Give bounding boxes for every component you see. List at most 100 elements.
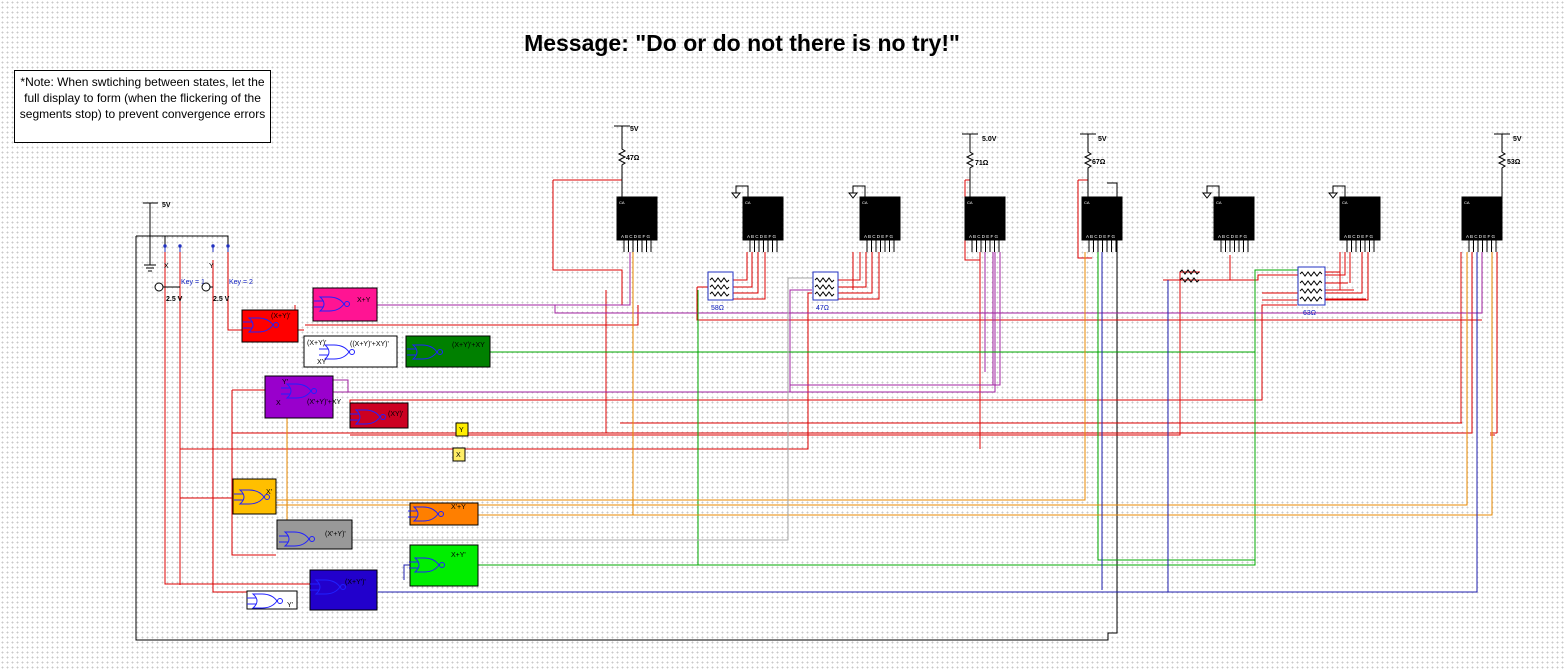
gate-y-inv-body bbox=[246, 590, 298, 610]
resistor-network-2-label: 47Ω bbox=[816, 305, 829, 312]
probe-x[interactable]: X bbox=[452, 447, 466, 462]
gate-blue-label: (X+Y')' bbox=[345, 579, 366, 586]
gate-xy-inv-label: (XY)' bbox=[388, 411, 403, 418]
svg-text:CA: CA bbox=[1216, 200, 1222, 205]
display-6-body bbox=[1213, 196, 1255, 241]
gate-layer: X+Y (X+Y)' ((X+Y)'+XY)' (X+Y)' XY (X+Y)'+XY (X… bbox=[232, 287, 491, 611]
display-4-body bbox=[964, 196, 1006, 241]
gate-blue-body bbox=[309, 569, 378, 611]
resistor-network-1: 58Ω bbox=[707, 271, 734, 312]
gate-green[interactable]: X+Y' bbox=[409, 544, 479, 587]
gate-purple-symbol bbox=[285, 383, 312, 399]
gate-nand-xy-input-1: (X+Y)' bbox=[307, 340, 326, 347]
gate-grey-symbol bbox=[283, 531, 310, 547]
display-7-pins: A B C D E F G bbox=[1344, 234, 1374, 239]
gate-purple-body bbox=[264, 375, 334, 419]
gate-x-plus-y-symbol bbox=[318, 296, 345, 312]
wire-group-purple bbox=[305, 252, 1483, 393]
gate-x-plus-y-inv-symbol bbox=[247, 317, 274, 333]
gate-x-plus-y[interactable]: X+Y bbox=[312, 287, 378, 322]
display-5-pins: A B C D E F G bbox=[1086, 234, 1116, 239]
wire-group-orange bbox=[276, 252, 1493, 535]
gate-nand-xy-label: ((X+Y)'+XY)' bbox=[350, 341, 389, 348]
gate-orange[interactable]: X'+Y bbox=[408, 502, 479, 526]
page-title: Message: "Do or do not there is no try!" bbox=[524, 30, 960, 56]
gate-y-inv-label: Y' bbox=[287, 602, 293, 609]
svg-text:CA: CA bbox=[1084, 200, 1090, 205]
svg-text:CA: CA bbox=[619, 200, 625, 205]
gate-purple[interactable]: (X'+Y)'+XYY'X bbox=[264, 375, 342, 419]
display-5-supply: 5V bbox=[1098, 136, 1107, 143]
gate-nand-xy-body bbox=[303, 335, 398, 368]
gate-green-label: X+Y' bbox=[451, 552, 466, 559]
seven-segment-display-6: A B C D E F GCA bbox=[1201, 185, 1255, 252]
display-2-ground bbox=[730, 185, 749, 199]
resistor-network-2: 47Ω bbox=[812, 271, 839, 312]
gate-x-inv-label: X' bbox=[266, 489, 272, 496]
gate-or-combo[interactable]: (X+Y)'+XY bbox=[405, 335, 491, 368]
svg-text:CA: CA bbox=[1464, 200, 1470, 205]
seven-segment-display-4: A B C D E F G CA bbox=[962, 133, 1006, 252]
gate-or-combo-symbol bbox=[411, 344, 438, 360]
wire-group-blue bbox=[378, 252, 1478, 593]
display-4-supply: 5.0V bbox=[982, 136, 997, 143]
display-layer: A B C D E F G CA A B C D E F G CA A B C D E … bbox=[614, 125, 1510, 252]
seven-segment-display-7: A B C D E F G CA bbox=[1327, 185, 1381, 252]
gate-xy-inv[interactable]: (XY)' bbox=[349, 402, 409, 429]
display-3-pins: A B C D E F G bbox=[864, 234, 894, 239]
seven-segment-display-2: A B C D E F GCA bbox=[730, 185, 784, 252]
svg-text:CA: CA bbox=[1342, 200, 1348, 205]
display-6-ground bbox=[1201, 185, 1220, 199]
display-5-supply-resistor bbox=[1080, 133, 1096, 197]
gate-or-combo-body bbox=[405, 335, 491, 368]
display-7-ground bbox=[1327, 185, 1346, 199]
gate-x-plus-y-inv[interactable]: (X+Y)' bbox=[241, 309, 299, 343]
seven-segment-display-5: A B C D E F G CA bbox=[1080, 133, 1123, 252]
gate-x-inv-body bbox=[232, 478, 277, 515]
svg-text:CA: CA bbox=[967, 200, 973, 205]
gate-or-combo-label: (X+Y)'+XY bbox=[452, 342, 485, 349]
display-8-resistor: 53Ω bbox=[1507, 159, 1521, 166]
gate-purple-input-1: Y' bbox=[282, 379, 288, 386]
wire-group-red bbox=[164, 170, 1503, 593]
display-7-body bbox=[1339, 196, 1381, 241]
gate-grey-label: (X'+Y)' bbox=[325, 531, 346, 538]
gate-x-plus-y-label: X+Y bbox=[357, 297, 371, 304]
key-x-label: Key = 1 bbox=[181, 279, 205, 286]
switch-y[interactable] bbox=[211, 244, 230, 252]
gate-x-plus-y-inv-label: (X+Y)' bbox=[271, 313, 290, 320]
gate-x-inv[interactable]: X' bbox=[232, 478, 277, 515]
source-y-label: 2.5 V bbox=[213, 296, 230, 303]
note-box: *Note: When swtiching between states, le… bbox=[14, 70, 271, 143]
svg-text:CA: CA bbox=[862, 200, 868, 205]
probe-y[interactable]: Y bbox=[455, 422, 469, 437]
gate-y-inv[interactable]: Y' bbox=[246, 590, 298, 610]
gate-blue-symbol bbox=[314, 579, 341, 595]
gate-blue[interactable]: (X+Y')' bbox=[309, 569, 378, 611]
display-4-supply-resistor bbox=[962, 133, 978, 197]
gate-nand-xy[interactable]: ((X+Y)'+XY)' (X+Y)' XY bbox=[303, 335, 398, 368]
key-y-label: Key = 2 bbox=[229, 279, 253, 286]
gate-orange-label: X'+Y bbox=[451, 504, 466, 511]
gate-orange-symbol bbox=[412, 506, 439, 522]
display-2-pins: A B C D E F G bbox=[747, 234, 777, 239]
main-supply-label: 5V bbox=[162, 202, 171, 209]
wire-group-black bbox=[135, 182, 1118, 641]
main-supply: 5V bbox=[143, 202, 171, 236]
single-resistor bbox=[1179, 269, 1200, 283]
display-8-supply: 5V bbox=[1513, 136, 1522, 143]
voltage-source-y bbox=[201, 282, 213, 292]
gate-x-plus-y-inv-body bbox=[241, 309, 299, 343]
ground-symbol bbox=[144, 264, 156, 272]
wire-group-grey bbox=[352, 277, 812, 541]
gate-green-symbol bbox=[413, 557, 440, 573]
gate-grey[interactable]: (X'+Y)' bbox=[276, 519, 353, 550]
gate-y-inv-symbol bbox=[251, 593, 278, 609]
display-8-pins: A B C D E F G bbox=[1466, 234, 1496, 239]
switch-x[interactable] bbox=[163, 244, 182, 252]
gate-nand-xy-input-2: XY bbox=[317, 359, 327, 366]
source-x-label: 2.5 V bbox=[166, 296, 183, 303]
display-1-pins: A B C D E F G bbox=[621, 234, 651, 239]
display-4-pins: A B C D E F G bbox=[969, 234, 999, 239]
